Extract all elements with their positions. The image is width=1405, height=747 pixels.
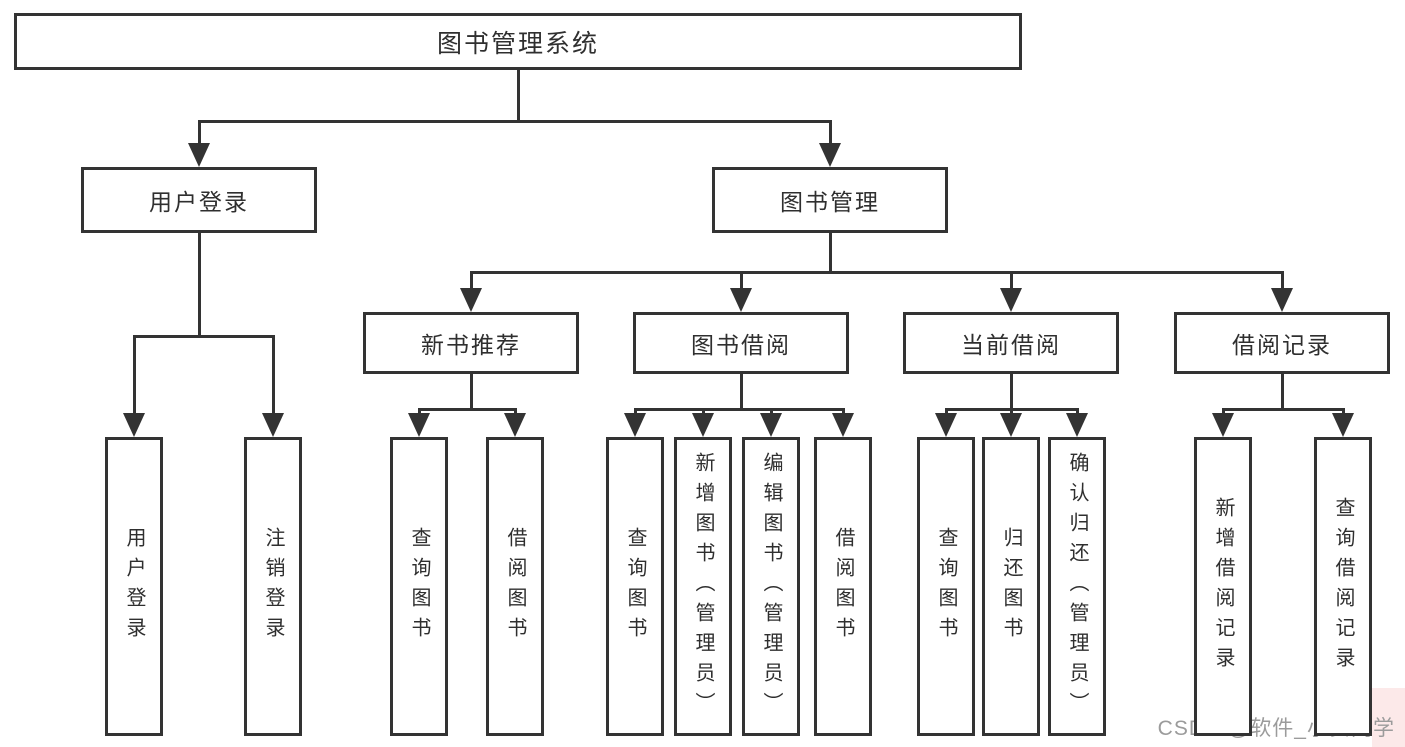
leaf-search-books-current: 查询图书 xyxy=(917,437,975,736)
leaf-confirm-return-admin: 确认归还（管理员） xyxy=(1048,437,1106,736)
leaf-add-borrow-record: 新增借阅记录 xyxy=(1194,437,1252,736)
leaf-search-borrow-record: 查询借阅记录 xyxy=(1314,437,1372,736)
leaf-add-borrow-record-label: 新增借阅记录 xyxy=(1212,496,1234,677)
connector-drop xyxy=(944,408,948,417)
connector-drop xyxy=(132,335,136,417)
arrow-down-icon xyxy=(819,143,841,167)
arrow-down-icon xyxy=(1000,288,1022,312)
connector-stem xyxy=(739,374,743,411)
arrow-down-icon xyxy=(1271,288,1293,312)
connector-drop xyxy=(417,408,421,417)
node-new-book-recommend-label: 新书推荐 xyxy=(421,332,521,358)
connector-drop xyxy=(1009,271,1013,292)
connector-bar xyxy=(197,120,832,123)
node-root-label: 图书管理系统 xyxy=(436,29,599,58)
connector-drop xyxy=(197,120,201,147)
node-user-login-label: 用户登录 xyxy=(149,189,249,215)
arrow-down-icon xyxy=(832,413,854,437)
leaf-edit-books-admin-label: 编辑图书（管理员） xyxy=(760,451,782,722)
connector-bar xyxy=(469,271,1284,274)
arrow-down-icon xyxy=(504,413,526,437)
connector-stem xyxy=(828,233,832,274)
connector-drop xyxy=(271,335,275,417)
connector-drop xyxy=(828,120,832,147)
arrow-down-icon xyxy=(730,288,752,312)
arrow-down-icon xyxy=(460,288,482,312)
connector-bar xyxy=(1221,408,1345,411)
arrow-down-icon xyxy=(624,413,646,437)
connector-drop xyxy=(469,271,473,292)
connector-bar xyxy=(633,408,845,411)
leaf-search-books-current-label: 查询图书 xyxy=(935,526,957,647)
arrow-down-icon xyxy=(1066,413,1088,437)
leaf-logout: 注销登录 xyxy=(244,437,302,736)
node-borrowing-records-label: 借阅记录 xyxy=(1232,332,1332,358)
arrow-down-icon xyxy=(408,413,430,437)
connector-stem xyxy=(469,374,473,411)
leaf-user-login-label: 用户登录 xyxy=(123,526,145,647)
leaf-borrow-books-new: 借阅图书 xyxy=(486,437,544,736)
leaf-search-books-new: 查询图书 xyxy=(390,437,448,736)
leaf-add-books-admin-label: 新增图书（管理员） xyxy=(692,451,714,722)
node-root: 图书管理系统 xyxy=(14,13,1022,70)
node-new-book-recommend: 新书推荐 xyxy=(363,312,579,374)
arrow-down-icon xyxy=(1000,413,1022,437)
leaf-search-books-borrow-label: 查询图书 xyxy=(624,526,646,647)
node-user-login: 用户登录 xyxy=(81,167,317,233)
connector-bar xyxy=(132,335,275,338)
connector-stem xyxy=(1280,374,1284,411)
arrow-down-icon xyxy=(188,143,210,167)
connector-drop xyxy=(1341,408,1345,417)
node-book-management-label: 图书管理 xyxy=(780,189,880,215)
node-current-borrowing-label: 当前借阅 xyxy=(961,332,1061,358)
connector-drop xyxy=(769,408,773,417)
connector-drop xyxy=(1009,408,1013,417)
leaf-search-borrow-record-label: 查询借阅记录 xyxy=(1332,496,1354,677)
node-book-management: 图书管理 xyxy=(712,167,948,233)
arrow-down-icon xyxy=(692,413,714,437)
leaf-search-books-borrow: 查询图书 xyxy=(606,437,664,736)
connector-drop xyxy=(513,408,517,417)
connector-stem xyxy=(197,233,201,338)
leaf-borrow-books-new-label: 借阅图书 xyxy=(504,526,526,647)
connector-drop xyxy=(1280,271,1284,292)
node-book-borrowing-label: 图书借阅 xyxy=(691,332,791,358)
node-book-borrowing: 图书借阅 xyxy=(633,312,849,374)
leaf-return-books: 归还图书 xyxy=(982,437,1040,736)
leaf-edit-books-admin: 编辑图书（管理员） xyxy=(742,437,800,736)
node-borrowing-records: 借阅记录 xyxy=(1174,312,1390,374)
node-current-borrowing: 当前借阅 xyxy=(903,312,1119,374)
connector-drop xyxy=(739,271,743,292)
leaf-search-books-new-label: 查询图书 xyxy=(408,526,430,647)
connector-drop xyxy=(633,408,637,417)
leaf-borrow-books: 借阅图书 xyxy=(814,437,872,736)
arrow-down-icon xyxy=(262,413,284,437)
connector-drop xyxy=(841,408,845,417)
arrow-down-icon xyxy=(1332,413,1354,437)
connector-bar xyxy=(417,408,517,411)
leaf-confirm-return-admin-label: 确认归还（管理员） xyxy=(1066,451,1088,722)
leaf-add-books-admin: 新增图书（管理员） xyxy=(674,437,732,736)
connector-drop xyxy=(701,408,705,417)
watermark-tint xyxy=(1372,688,1405,747)
connector-stem xyxy=(1009,374,1013,411)
leaf-borrow-books-label: 借阅图书 xyxy=(832,526,854,647)
arrow-down-icon xyxy=(1212,413,1234,437)
leaf-logout-label: 注销登录 xyxy=(262,526,284,647)
arrow-down-icon xyxy=(760,413,782,437)
connector-drop xyxy=(1221,408,1225,417)
arrow-down-icon xyxy=(123,413,145,437)
connector-drop xyxy=(1075,408,1079,417)
leaf-user-login: 用户登录 xyxy=(105,437,163,736)
leaf-return-books-label: 归还图书 xyxy=(1000,526,1022,647)
arrow-down-icon xyxy=(935,413,957,437)
connector-stem xyxy=(516,70,520,123)
